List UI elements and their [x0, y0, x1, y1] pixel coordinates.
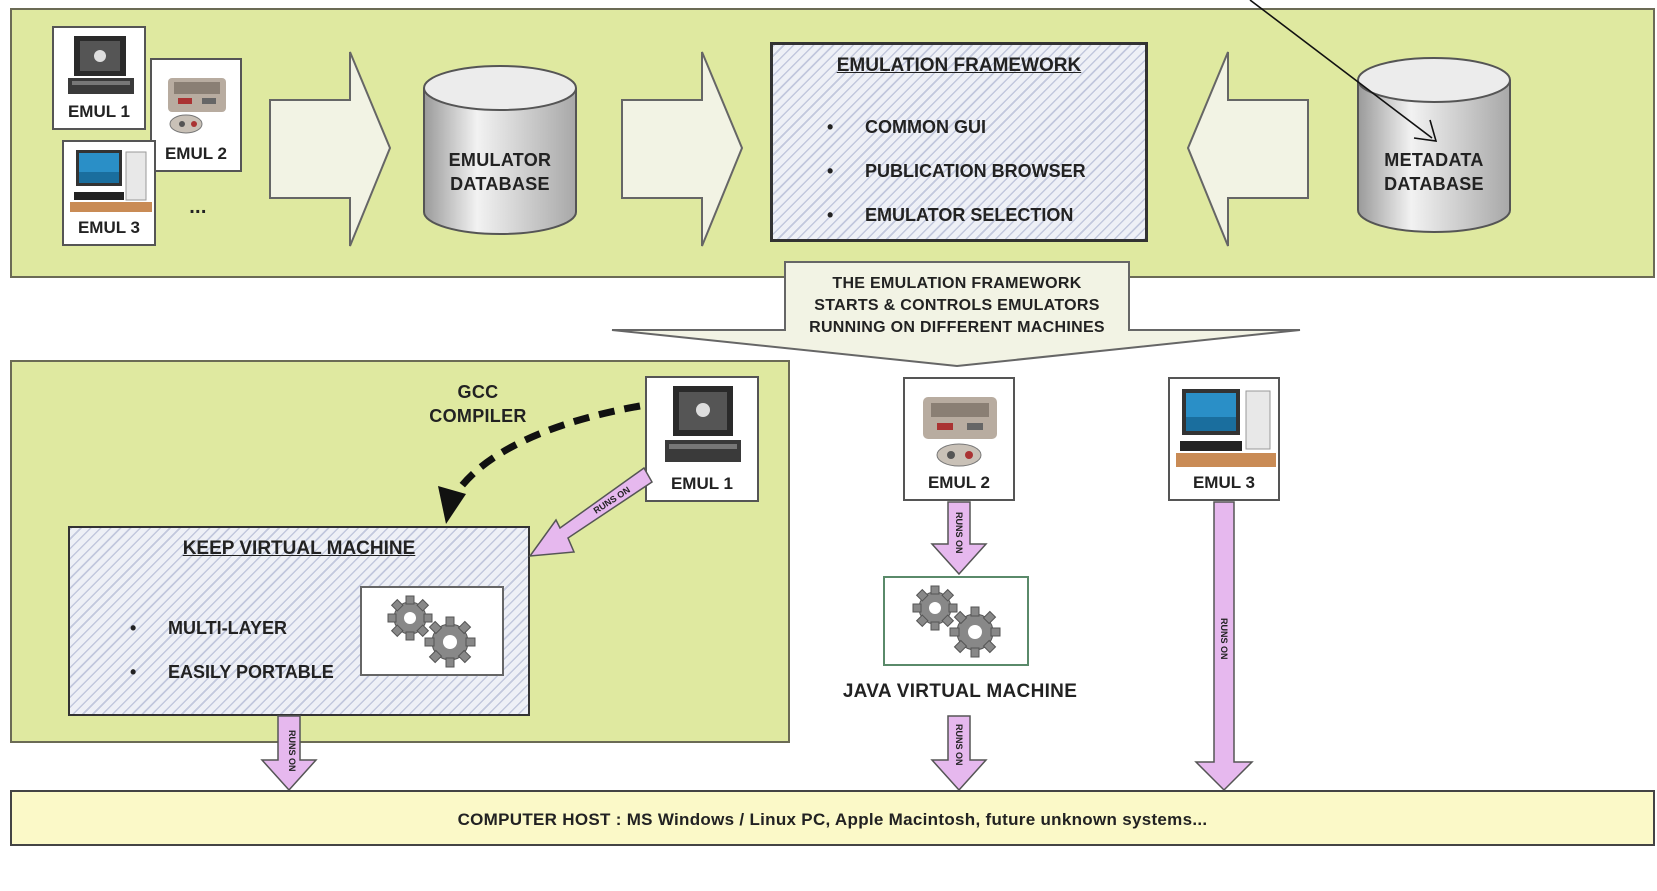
kvm-item-easily-portable: EASILY PORTABLE — [130, 662, 334, 683]
callout-line-3: RUNNING ON DIFFERENT MACHINES — [809, 319, 1105, 336]
emulator-database-label-1: EMULATOR — [448, 150, 552, 170]
gears-icon — [387, 595, 476, 668]
runs-on-text-kvm: RUNS ON — [287, 730, 297, 772]
runs-on-arrow-diagonal — [528, 466, 653, 557]
runs-on-arrow-kvm-host — [260, 715, 318, 792]
kvm-item-multi-layer: MULTI-LAYER — [130, 618, 287, 639]
gcc-label-2: COMPILER — [429, 406, 527, 426]
emulator-database-cylinder — [423, 65, 577, 235]
emul2-label: EMUL 2 — [164, 144, 228, 163]
keep-virtual-machine-box: KEEP VIRTUAL MACHINE MULTI-LAYER EASILY … — [68, 526, 530, 716]
runs-on-text-emul2: RUNS ON — [954, 512, 964, 554]
framework-item-publication-browser: PUBLICATION BROWSER — [827, 161, 1086, 182]
gcc-arrowhead — [438, 486, 466, 524]
ellipsis-text: ... — [189, 196, 207, 218]
apple-computer-icon — [665, 386, 741, 462]
emul2-card-middle: EMUL 2 — [903, 377, 1015, 501]
pointer-arrowhead — [1413, 119, 1438, 142]
computer-host-bar: COMPUTER HOST : MS Windows / Linux PC, A… — [10, 790, 1655, 846]
kvm-gears-box — [360, 586, 504, 676]
desktop-pc-icon — [1176, 389, 1276, 467]
runs-on-arrow-emul3-host — [1194, 501, 1254, 792]
desktop-pc-icon — [70, 150, 152, 212]
runs-on-text-jvm: RUNS ON — [954, 724, 964, 766]
emul1-label: EMUL 1 — [67, 102, 131, 121]
emul3-card-top: EMUL 3 — [62, 140, 156, 246]
emul1-card-bottom: EMUL 1 — [645, 376, 759, 502]
jvm-gears-box — [883, 576, 1029, 666]
emul1-card-top: EMUL 1 — [52, 26, 146, 130]
metadata-database-cylinder — [1357, 57, 1511, 233]
apple-computer-icon — [68, 36, 134, 94]
gcc-dashed-arrow — [448, 402, 641, 502]
metadata-database-label-1: METADATA — [1384, 150, 1484, 170]
emul3-label: EMUL 3 — [77, 218, 141, 237]
framework-item-emulator-selection: EMULATOR SELECTION — [827, 205, 1073, 226]
runs-on-text-emul3: RUNS ON — [1219, 618, 1229, 660]
callout-down-arrow — [611, 261, 1301, 368]
metadata-database-label-2: DATABASE — [1384, 174, 1484, 194]
emul3-label-right: EMUL 3 — [1192, 473, 1256, 492]
game-console-icon — [168, 78, 226, 134]
block-arrow-right-1 — [269, 51, 392, 247]
callout-line-2: STARTS & CONTROLS EMULATORS — [814, 297, 1100, 314]
jvm-label: JAVA VIRTUAL MACHINE — [842, 681, 1078, 702]
emul1-label-bottom: EMUL 1 — [670, 474, 734, 493]
emul3-card-right: EMUL 3 — [1168, 377, 1280, 501]
kvm-title: KEEP VIRTUAL MACHINE — [182, 538, 416, 559]
framework-item-common-gui: COMMON GUI — [827, 117, 986, 138]
game-console-icon — [923, 397, 997, 467]
runs-on-arrow-jvm-host — [930, 715, 988, 792]
emul2-card-top: EMUL 2 — [150, 58, 242, 172]
emulator-database-label-2: DATABASE — [450, 174, 550, 194]
callout-line-1: THE EMULATION FRAMEWORK — [832, 275, 1082, 292]
gcc-label-1: GCC — [457, 382, 499, 402]
emul2-label-middle: EMUL 2 — [927, 473, 991, 492]
block-arrow-right-2 — [621, 51, 744, 247]
computer-host-text: COMPUTER HOST : MS Windows / Linux PC, A… — [457, 810, 1208, 829]
emulation-framework-title: EMULATION FRAMEWORK — [836, 55, 1082, 76]
gears-icon — [912, 585, 1001, 658]
runs-on-arrow-emul2-jvm — [930, 501, 988, 576]
block-arrow-left — [1186, 51, 1309, 247]
pointer-line — [1249, 0, 1433, 139]
emulation-framework-box: EMULATION FRAMEWORK COMMON GUI PUBLICATI… — [770, 42, 1148, 242]
